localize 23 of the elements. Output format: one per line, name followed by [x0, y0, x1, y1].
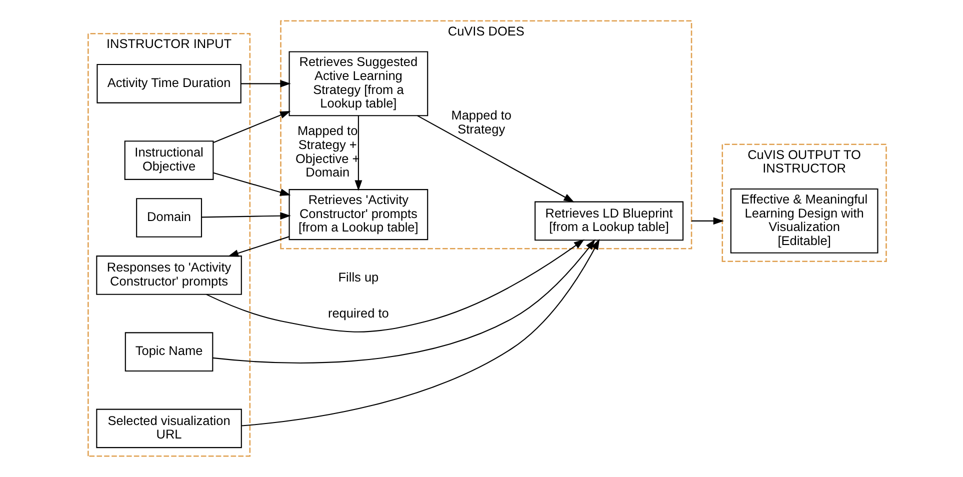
arrow	[240, 80, 291, 88]
edge-label: required to	[328, 305, 389, 320]
arrow	[202, 212, 291, 220]
arrow	[228, 236, 290, 257]
arrow	[213, 172, 291, 196]
edge-label: Mapped to Strategy	[451, 107, 512, 136]
node-box: Retrieves LD Blueprint [from a Lookup table]	[534, 201, 684, 241]
node-box: Retrieves Suggested Active Learning Strategy [from a Lookup table]	[288, 51, 428, 116]
node-box: Retrieves 'Activity Constructor' prompts [from a Lookup table]	[288, 189, 428, 240]
node-box: Responses to 'Activity Constructor' prompts	[96, 256, 242, 295]
arrow	[692, 217, 724, 225]
arrow	[212, 239, 596, 364]
arrow	[213, 110, 291, 144]
node-box: Domain	[136, 198, 202, 238]
node-box: Instructional Objective	[124, 140, 214, 180]
arrow	[417, 115, 574, 202]
node-box: Effective & Meaningful Learning Design with Visualization [Editable]	[730, 188, 878, 254]
node-box: Topic Name	[124, 332, 214, 372]
arrow	[242, 238, 600, 426]
node-box: Selected visualization URL	[96, 408, 242, 448]
label: Fills up	[338, 270, 379, 285]
arrow	[206, 239, 584, 332]
node-box: Activity Time Duration	[96, 64, 242, 104]
